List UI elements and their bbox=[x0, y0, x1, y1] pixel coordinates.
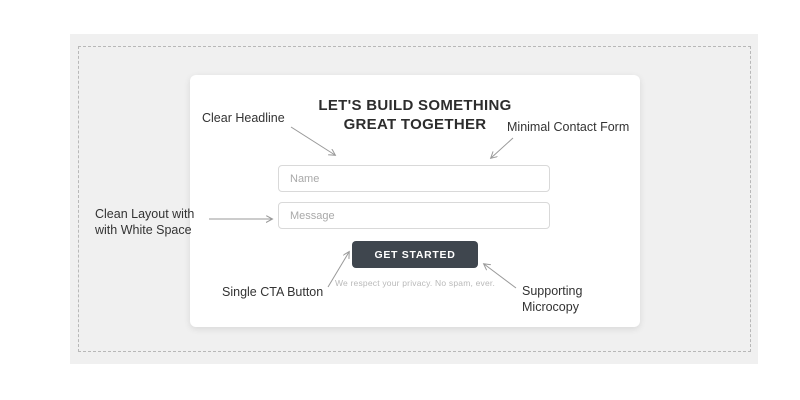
annotation-clear-headline: Clear Headline bbox=[202, 111, 285, 125]
form-headline: LET'S BUILD SOMETHING GREAT TOGETHER bbox=[190, 96, 640, 134]
annotation-clean-layout: Clean Layout with with White Space bbox=[95, 207, 195, 237]
annotation-minimal-contact-form: Minimal Contact Form bbox=[507, 120, 630, 134]
privacy-microcopy: We respect your privacy. No spam, ever. bbox=[334, 278, 496, 288]
get-started-button[interactable]: GET STARTED bbox=[352, 241, 478, 268]
contact-form-card: LET'S BUILD SOMETHING GREAT TOGETHER GET… bbox=[190, 75, 640, 327]
form-headline-line1: LET'S BUILD SOMETHING bbox=[318, 97, 512, 114]
annotation-single-cta-button: Single CTA Button bbox=[222, 285, 324, 299]
annotation-supporting-microcopy: Supporting Microcopy bbox=[522, 284, 583, 314]
message-input[interactable] bbox=[278, 202, 550, 229]
form-headline-line2: GREAT TOGETHER bbox=[343, 116, 487, 133]
name-input[interactable] bbox=[278, 165, 550, 192]
dashed-guide-border bbox=[78, 46, 751, 352]
